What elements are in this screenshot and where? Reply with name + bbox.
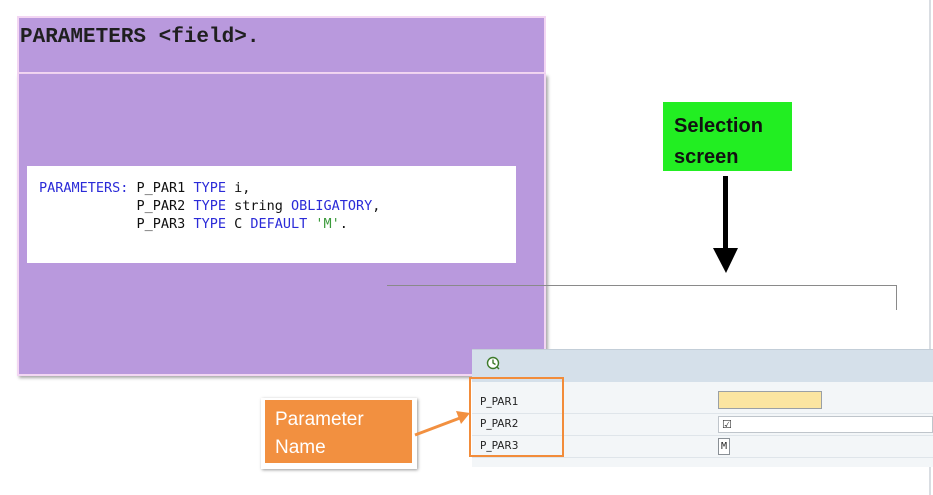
- callout-line: Parameter: [275, 409, 364, 430]
- slide-title-bar: [17, 16, 546, 74]
- param-label: P_PAR2: [480, 418, 519, 430]
- slide-title: PARAMETERS <field>.: [20, 26, 260, 49]
- code-keyword: PARAMETERS:: [39, 180, 129, 196]
- code-string: 'M': [315, 216, 340, 232]
- code-snippet: PARAMETERS: P_PAR1 TYPE i, P_PAR2 TYPE s…: [27, 166, 516, 263]
- code-line-3: P_PAR3 TYPE C DEFAULT 'M'.: [39, 215, 380, 233]
- callout-line: screen: [674, 146, 739, 168]
- code-text: string: [225, 198, 291, 214]
- p-par3-input[interactable]: M: [718, 438, 730, 455]
- param-row-p-par1: P_PAR1: [472, 392, 933, 414]
- selection-screen-callout-text: Selection screen: [674, 111, 763, 173]
- code-block: PARAMETERS: P_PAR1 TYPE i, P_PAR2 TYPE s…: [39, 179, 380, 233]
- callout-line: Selection: [674, 115, 763, 137]
- param-row-p-par3: P_PAR3: [472, 436, 933, 458]
- code-param-name: P_PAR1: [128, 180, 194, 196]
- code-param-name: P_PAR3: [136, 216, 194, 232]
- down-arrow-shaft: [723, 176, 728, 250]
- divider-line: [387, 285, 897, 286]
- param-row-p-par2: P_PAR2: [472, 414, 933, 436]
- code-line-1: PARAMETERS: P_PAR1 TYPE i,: [39, 179, 380, 197]
- code-text: .: [339, 216, 348, 232]
- callout-pointer-arrow-icon: [414, 411, 470, 437]
- required-checkmark-icon: ☑: [722, 418, 732, 431]
- selection-screen-callout: Selection screen: [663, 102, 792, 171]
- code-param-name: P_PAR2: [136, 198, 194, 214]
- right-edge-line: [929, 0, 931, 495]
- p-par1-input[interactable]: [718, 391, 822, 409]
- parameter-name-highlight: [469, 377, 564, 457]
- code-keyword: TYPE: [193, 216, 226, 232]
- param-label: P_PAR1: [480, 396, 519, 408]
- callout-line: Name: [275, 437, 326, 458]
- code-text: C: [225, 216, 251, 232]
- code-line-2: P_PAR2 TYPE string OBLIGATORY,: [39, 197, 381, 215]
- down-arrow-icon: [713, 248, 738, 273]
- code-text: ,: [372, 198, 381, 214]
- param-label: P_PAR3: [480, 440, 519, 452]
- divider-tick: [896, 285, 897, 310]
- code-keyword: TYPE: [193, 198, 226, 214]
- code-text: i,: [225, 180, 251, 196]
- code-indent: [39, 198, 137, 214]
- code-indent: [39, 216, 137, 232]
- p-par2-input[interactable]: ☑: [718, 416, 933, 433]
- code-keyword: TYPE: [193, 180, 226, 196]
- execute-clock-icon[interactable]: [486, 356, 500, 370]
- code-keyword: DEFAULT: [250, 216, 308, 232]
- code-keyword: OBLIGATORY: [291, 198, 373, 214]
